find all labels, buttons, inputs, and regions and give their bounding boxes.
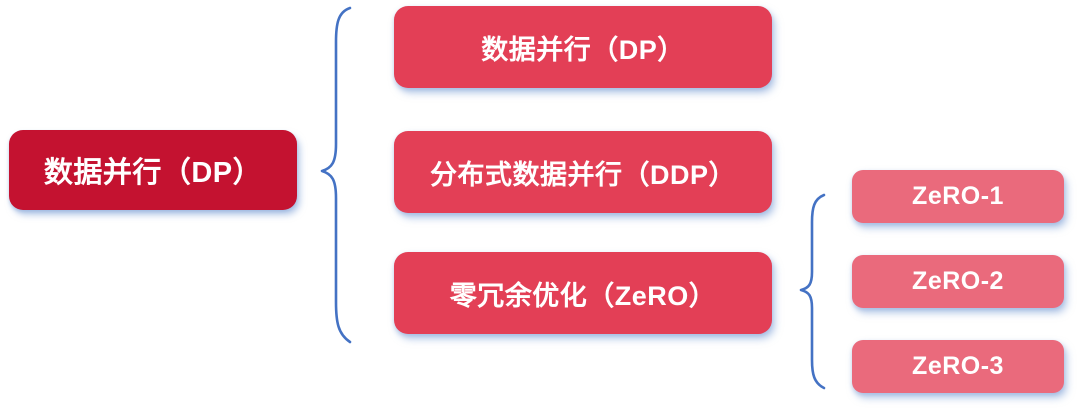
node-level3-zero-1-label: ZeRO-1 (912, 182, 1004, 210)
node-level3-zero-2-label: ZeRO-2 (912, 267, 1004, 295)
node-level2-dp-label: 数据并行（DP） (481, 34, 685, 65)
node-level2-ddp[interactable]: 分布式数据并行（DDP） (394, 131, 772, 213)
node-level3-zero-1[interactable]: ZeRO-1 (852, 170, 1064, 223)
brace-root-to-level2 (316, 2, 356, 352)
node-root-label: 数据并行（DP） (43, 157, 263, 189)
node-level2-ddp-label: 分布式数据并行（DDP） (429, 159, 736, 190)
node-level3-zero-3-label: ZeRO-3 (912, 352, 1004, 380)
node-root-data-parallel[interactable]: 数据并行（DP） (9, 130, 297, 210)
brace-zero-to-level3 (796, 190, 836, 395)
node-level3-zero-3[interactable]: ZeRO-3 (852, 340, 1064, 393)
brace-root-path (320, 6, 352, 344)
node-level2-zero[interactable]: 零冗余优化（ZeRO） (394, 252, 772, 334)
node-level2-zero-label: 零冗余优化（ZeRO） (449, 280, 717, 311)
node-level3-zero-2[interactable]: ZeRO-2 (852, 255, 1064, 308)
node-level2-dp[interactable]: 数据并行（DP） (394, 6, 772, 88)
brace-zero-path (799, 193, 826, 390)
